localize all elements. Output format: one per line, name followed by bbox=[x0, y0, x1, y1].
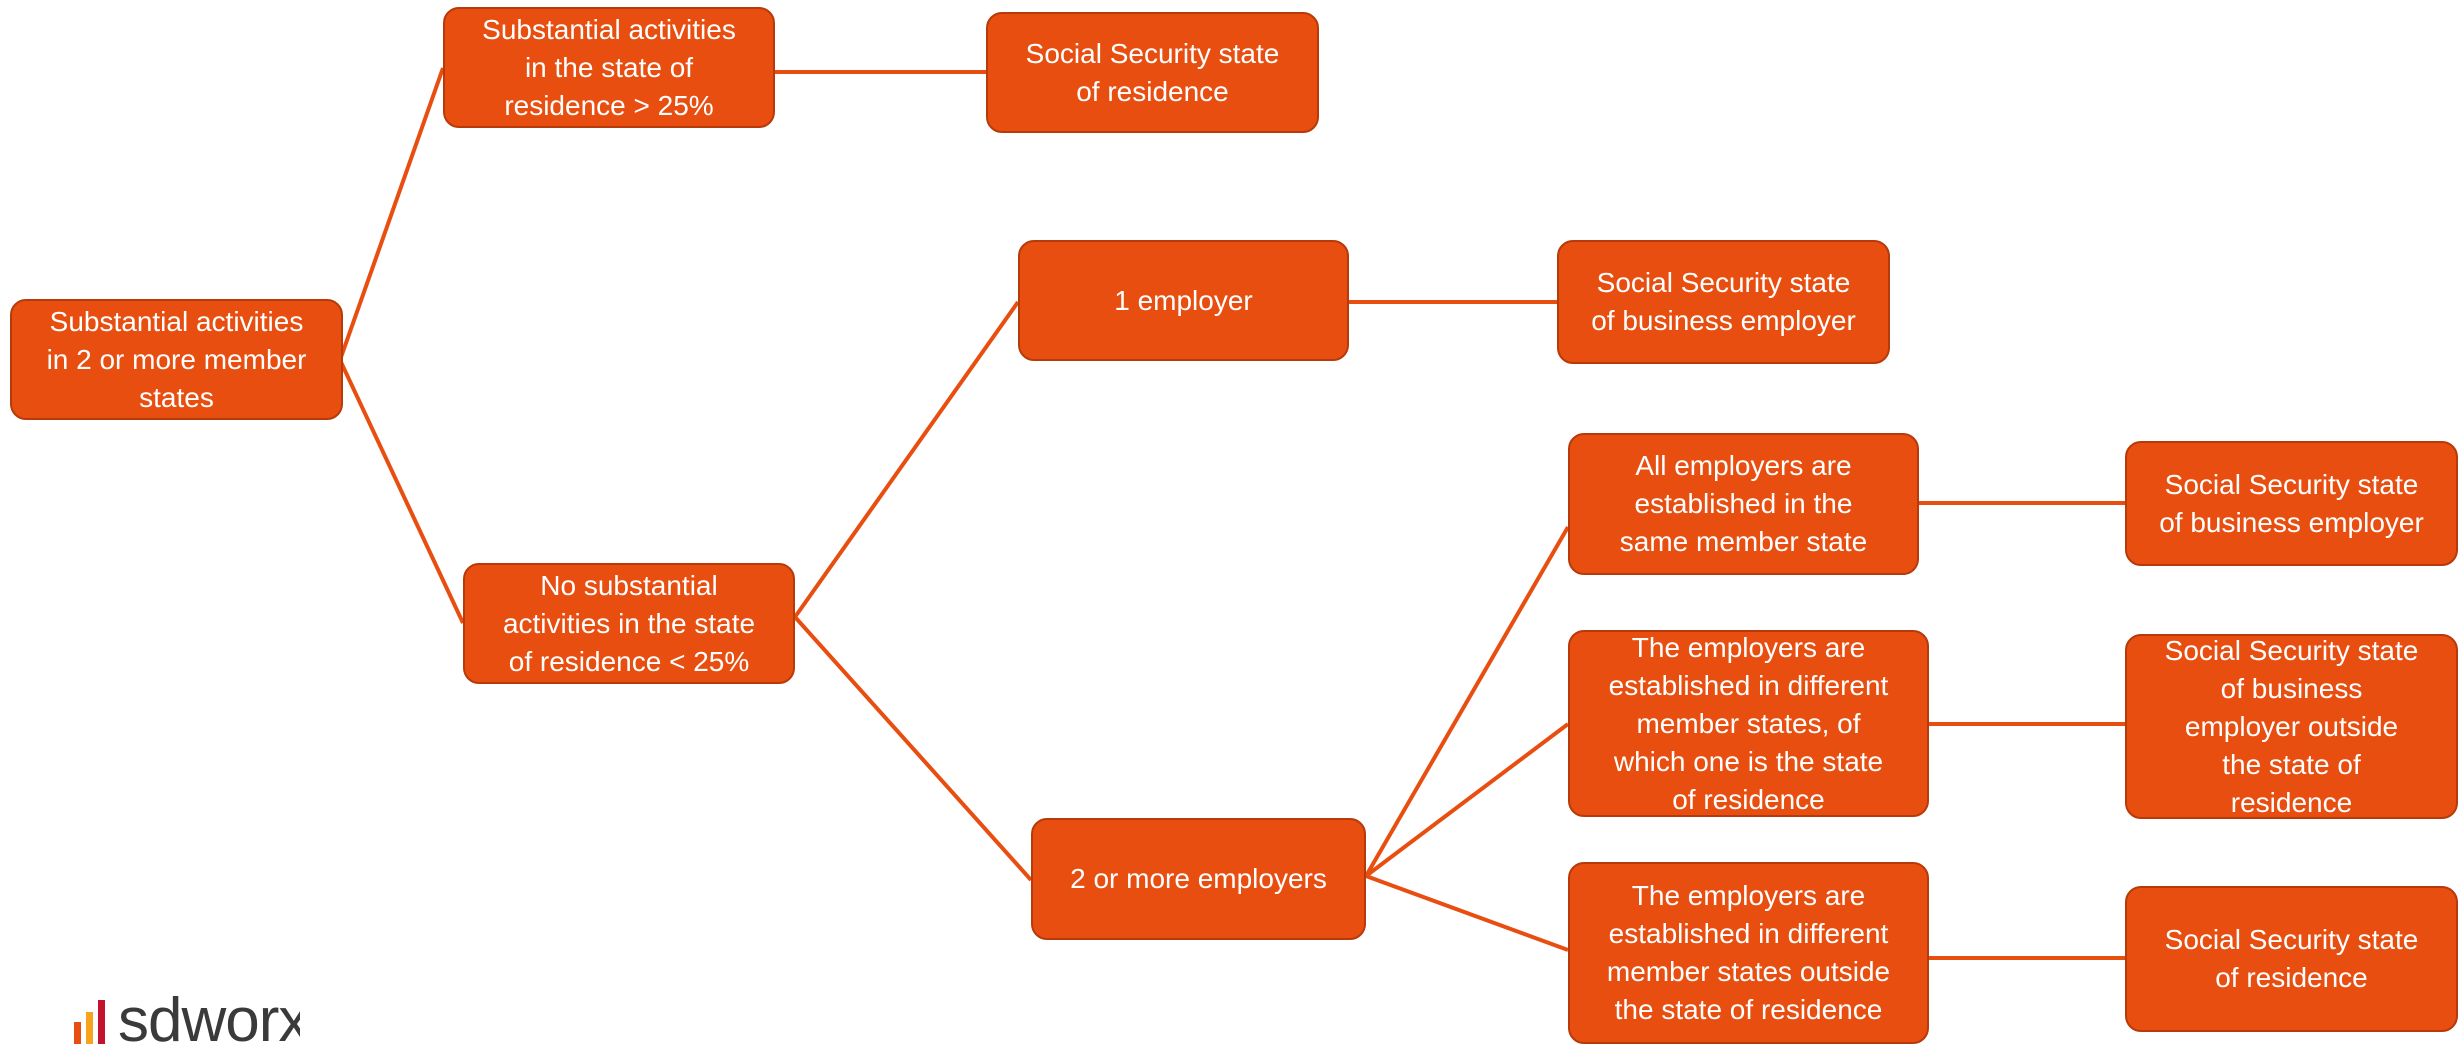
node-diff-outside-result: Social Security state of residence bbox=[2125, 886, 2458, 1032]
node-lt25: No substantial activities in the state o… bbox=[463, 563, 795, 684]
connector-lt25-two bbox=[793, 615, 1033, 882]
logo-bars-icon bbox=[74, 1000, 105, 1044]
node-one-employer-result: Social Security state of business employ… bbox=[1557, 240, 1890, 364]
connector-root-lt25 bbox=[338, 359, 465, 624]
sdworx-logo: sdworx bbox=[70, 994, 300, 1044]
node-same-state-result: Social Security state of business employ… bbox=[2125, 441, 2458, 566]
connector-lt25-one bbox=[793, 300, 1020, 619]
logo-text: sdworx bbox=[118, 994, 300, 1044]
connector-two-same bbox=[1364, 525, 1570, 878]
connector-two-diffoutside bbox=[1365, 874, 1569, 952]
connector-two-diffincl bbox=[1364, 722, 1570, 878]
node-one-employer: 1 employer bbox=[1018, 240, 1349, 361]
node-diff-outside: The employers are established in differe… bbox=[1568, 862, 1929, 1044]
connector-root-gt25 bbox=[338, 67, 445, 361]
node-gt25-result: Social Security state of residence bbox=[986, 12, 1319, 133]
node-root: Substantial activities in 2 or more memb… bbox=[10, 299, 343, 420]
node-diff-incl-result: Social Security state of business employ… bbox=[2125, 634, 2458, 819]
node-same-state: All employers are established in the sam… bbox=[1568, 433, 1919, 575]
node-two-employers: 2 or more employers bbox=[1031, 818, 1366, 940]
node-diff-incl: The employers are established in differe… bbox=[1568, 630, 1929, 817]
node-gt25: Substantial activities in the state of r… bbox=[443, 7, 775, 128]
